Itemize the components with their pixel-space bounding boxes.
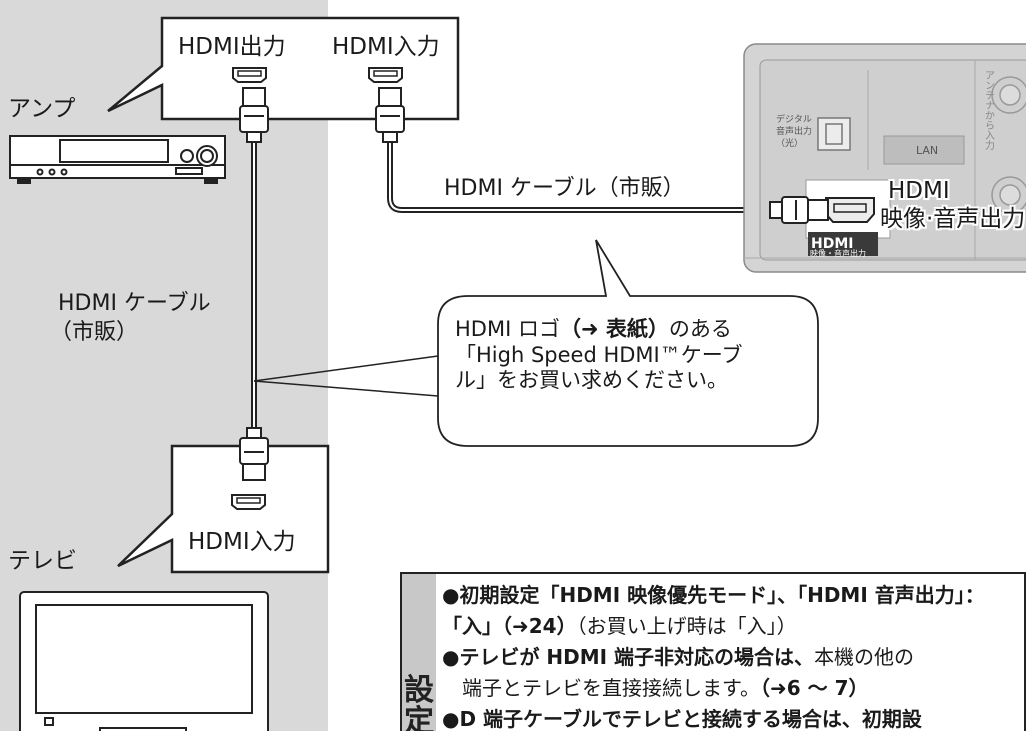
amp-hdmi-output-label: HDMI出力 [178, 34, 286, 60]
recorder-hdmi-label-1: HDMI [888, 178, 950, 204]
recorder-digital-audio-3: （光） [776, 137, 803, 149]
callout-line-2: 「High Speed HDMI™ケーブ [455, 342, 743, 367]
plug-recorder [769, 196, 829, 224]
recorder-hdmi-logo: HDMI [811, 236, 853, 252]
note-2-line-1-bold: ●テレビが HDMI 端子非対応の場合は、 [442, 645, 815, 669]
tv-label: テレビ [8, 548, 77, 574]
callout-line-1-pre: HDMI ロゴ [455, 317, 560, 341]
settings-tab: 設 定 [402, 574, 436, 731]
tv-hdmi-input-port [231, 494, 266, 510]
note-1-line-1: ●初期設定「HDMI 映像優先モード」、「HDMI 音声出力」： [442, 583, 985, 607]
plug-tv-input [239, 427, 269, 481]
recorder-hdmi-sub: 映像・音声出力 [810, 248, 866, 258]
plug-amp-input [375, 87, 405, 143]
note-2-line-1-rest: 本機の他の [814, 645, 915, 669]
note-2-line-2: 端子とテレビを直接接続します。（➜6 〜 7） [442, 673, 1022, 704]
cable-left-label-2: （市販） [50, 320, 139, 345]
callout-leader-2 [253, 380, 439, 397]
note-2-line-1: ●テレビが HDMI 端子非対応の場合は、本機の他の [442, 642, 1022, 673]
recorder-digital-audio-1: デジタル [776, 113, 812, 125]
note-2-line-2-bold: （➜6 〜 7） [760, 676, 869, 700]
cable-left-label-1: HDMI ケーブル [58, 291, 211, 316]
callout-line-3: ル」をお買い求めください。 [455, 368, 728, 393]
recorder-digital-audio-2: 音声出力 [776, 125, 812, 137]
tv-callout-box [117, 444, 330, 574]
note-1-line-2-rest: （お買い上げ時は「入」） [576, 614, 797, 638]
callout-line-1-bold: （➜ 表紙） [559, 317, 669, 341]
tv-hdmi-input-label: HDMI入力 [188, 529, 296, 555]
amp-hdmi-output-port [232, 67, 267, 83]
settings-notes-body: ●初期設定「HDMI 映像優先モード」、「HDMI 音声出力」： 「入」（➜24… [442, 580, 1022, 731]
settings-tab-char-2: 定 [404, 703, 434, 731]
amplifier-device [9, 135, 226, 184]
recorder-hdmi-label-2: 映像·音声出力 [880, 206, 1026, 232]
recorder-antenna: アンテナから入力 [983, 70, 995, 151]
cable-top-label: HDMI ケーブル（市販） [444, 176, 685, 201]
callout-line-1: HDMI ロゴ（➜ 表紙）のある [455, 317, 805, 343]
amp-hdmi-input-port [368, 67, 403, 83]
callout-bubble [437, 239, 819, 447]
plug-amp-output [239, 87, 269, 143]
settings-notes-box: 設 定 ●初期設定「HDMI 映像優先モード」、「HDMI 音声出力」： 「入」… [400, 572, 1026, 731]
callout-line-1-post: のある [668, 317, 732, 341]
amp-label: アンプ [8, 96, 76, 122]
settings-tab-label: 設 定 [404, 673, 434, 731]
note-3-line-1: ●D 端子ケーブルでテレビと接続する場合は、初期設 [442, 707, 922, 731]
note-1-line-2: 「入」（➜24）（お買い上げ時は「入」） [442, 611, 1022, 642]
note-2-line-2-rest: 端子とテレビを直接接続します。 [462, 676, 760, 700]
amp-hdmi-input-label: HDMI入力 [332, 34, 440, 60]
note-1-line-2-bold: 「入」（➜24） [442, 614, 577, 638]
amp-callout-box [107, 16, 460, 121]
recorder-lan: LAN [916, 144, 938, 157]
tv-device [19, 591, 269, 731]
callout-text: HDMI ロゴ（➜ 表紙）のある 「High Speed HDMI™ケーブ ル」… [455, 317, 805, 394]
settings-tab-char-1: 設 [404, 673, 434, 708]
callout-leader-1 [253, 355, 439, 382]
